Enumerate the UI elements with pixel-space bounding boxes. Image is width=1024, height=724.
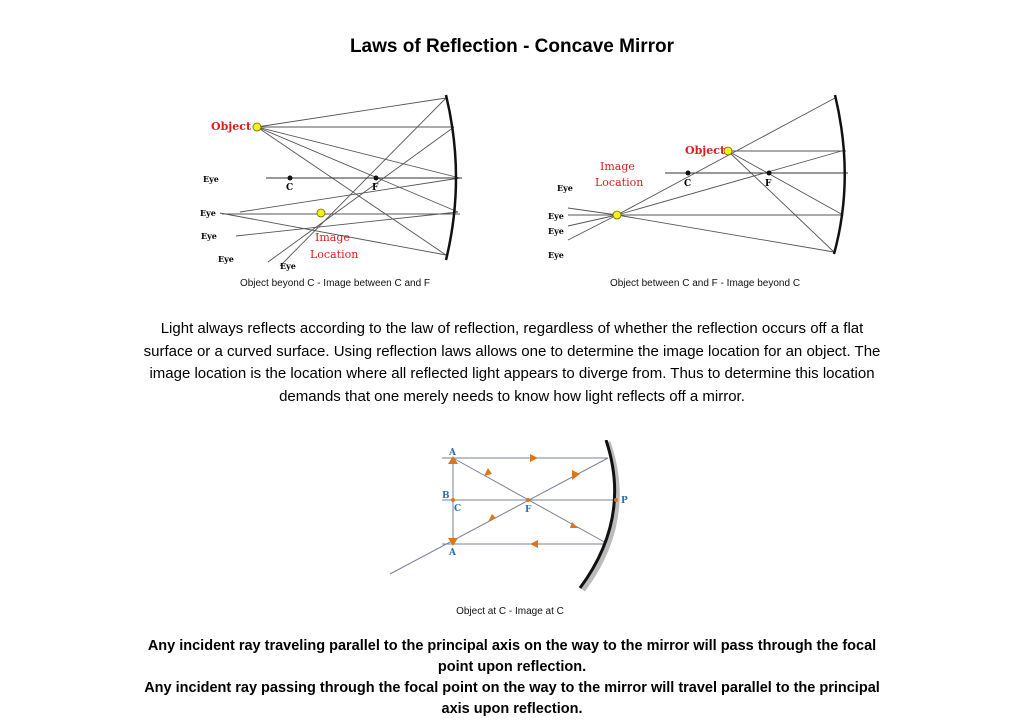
concave-mirror [578,440,617,589]
center-point [287,175,293,181]
object-point [252,122,262,132]
rays [389,457,616,575]
diagram-object-beyond-c: C F Object Image Location Eye Eye Eye Ey… [200,94,462,271]
svg-text:Eye: Eye [280,261,296,271]
rule-focal-ray: Any incident ray passing through the foc… [144,680,880,717]
svg-text:Eye: Eye [201,231,217,241]
page-title: Laws of Reflection - Concave Mirror [349,36,675,57]
svg-text:Eye: Eye [203,174,219,184]
rays [219,97,461,267]
label-image: Image [600,160,635,173]
svg-text:Eye: Eye [218,254,234,264]
label-location: Location [595,176,643,189]
explanation-paragraph: Light always reflects according to the l… [143,320,881,405]
concave-mirror [832,94,846,255]
focal-point [373,175,379,181]
eye-labels: Eye Eye Eye Eye [548,183,573,260]
rays [567,97,846,253]
mirror-shadow [580,441,620,592]
svg-text:Eye: Eye [200,208,216,218]
label-image: Image [315,231,350,244]
figure-caption: Object at C - Image at C [456,606,564,617]
svg-text:P: P [621,496,628,506]
label-f: F [372,183,379,193]
diagram-object-at-c: A B C F P A [389,440,628,592]
ray-arrows [448,454,618,548]
svg-text:Eye: Eye [557,183,573,193]
image-point [612,210,622,220]
svg-text:A: A [448,548,457,558]
svg-text:Eye: Eye [548,211,564,221]
svg-text:C: C [454,504,461,514]
svg-text:A: A [448,448,457,458]
point-labels: A B C F P A [442,448,628,558]
label-object: Object [685,144,726,157]
reflection-rules: Any incident ray traveling parallel to t… [140,636,884,720]
concave-mirror [444,94,458,261]
svg-text:Eye: Eye [548,250,564,260]
eye-labels: Eye Eye Eye Eye Eye [200,174,296,271]
image-point [316,208,326,218]
focal-point [766,170,772,176]
label-c: C [286,183,293,193]
label-f: F [765,179,772,189]
svg-text:F: F [525,505,532,515]
center-point [685,170,691,176]
label-location: Location [310,248,358,261]
label-object: Object [211,120,252,133]
svg-text:Eye: Eye [548,226,564,236]
figure-caption: Object between C and F - Image beyond C [609,278,801,289]
diagram-object-between-c-and-f: C F Object Image Location Eye Eye Eye Ey… [548,94,848,260]
figure-caption: Object beyond C - Image between C and F [239,278,431,289]
object-point [723,146,733,156]
rule-parallel-ray: Any incident ray traveling parallel to t… [147,638,877,675]
svg-text:B: B [442,491,450,501]
label-c: C [684,179,691,189]
